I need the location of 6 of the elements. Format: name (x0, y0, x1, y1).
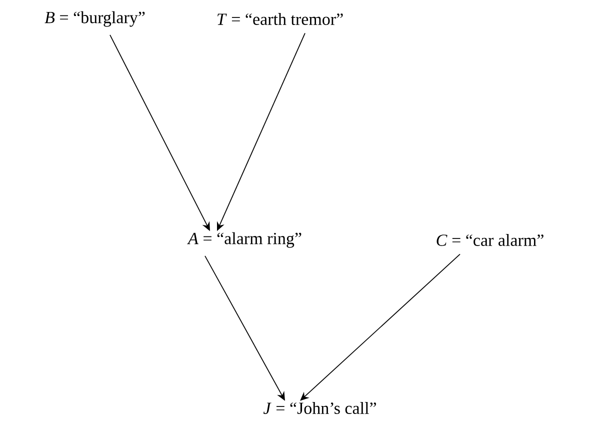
variable-label: J = “John’s call” (263, 402, 376, 414)
arrow (300, 254, 460, 401)
variable-label: A = “alarm ring” (187, 232, 302, 248)
variable-label: T = “earth tremor” (218, 13, 343, 25)
variable-label: C = “car alarm” (436, 234, 544, 246)
variable-label: B = “burglary” (44, 11, 145, 27)
